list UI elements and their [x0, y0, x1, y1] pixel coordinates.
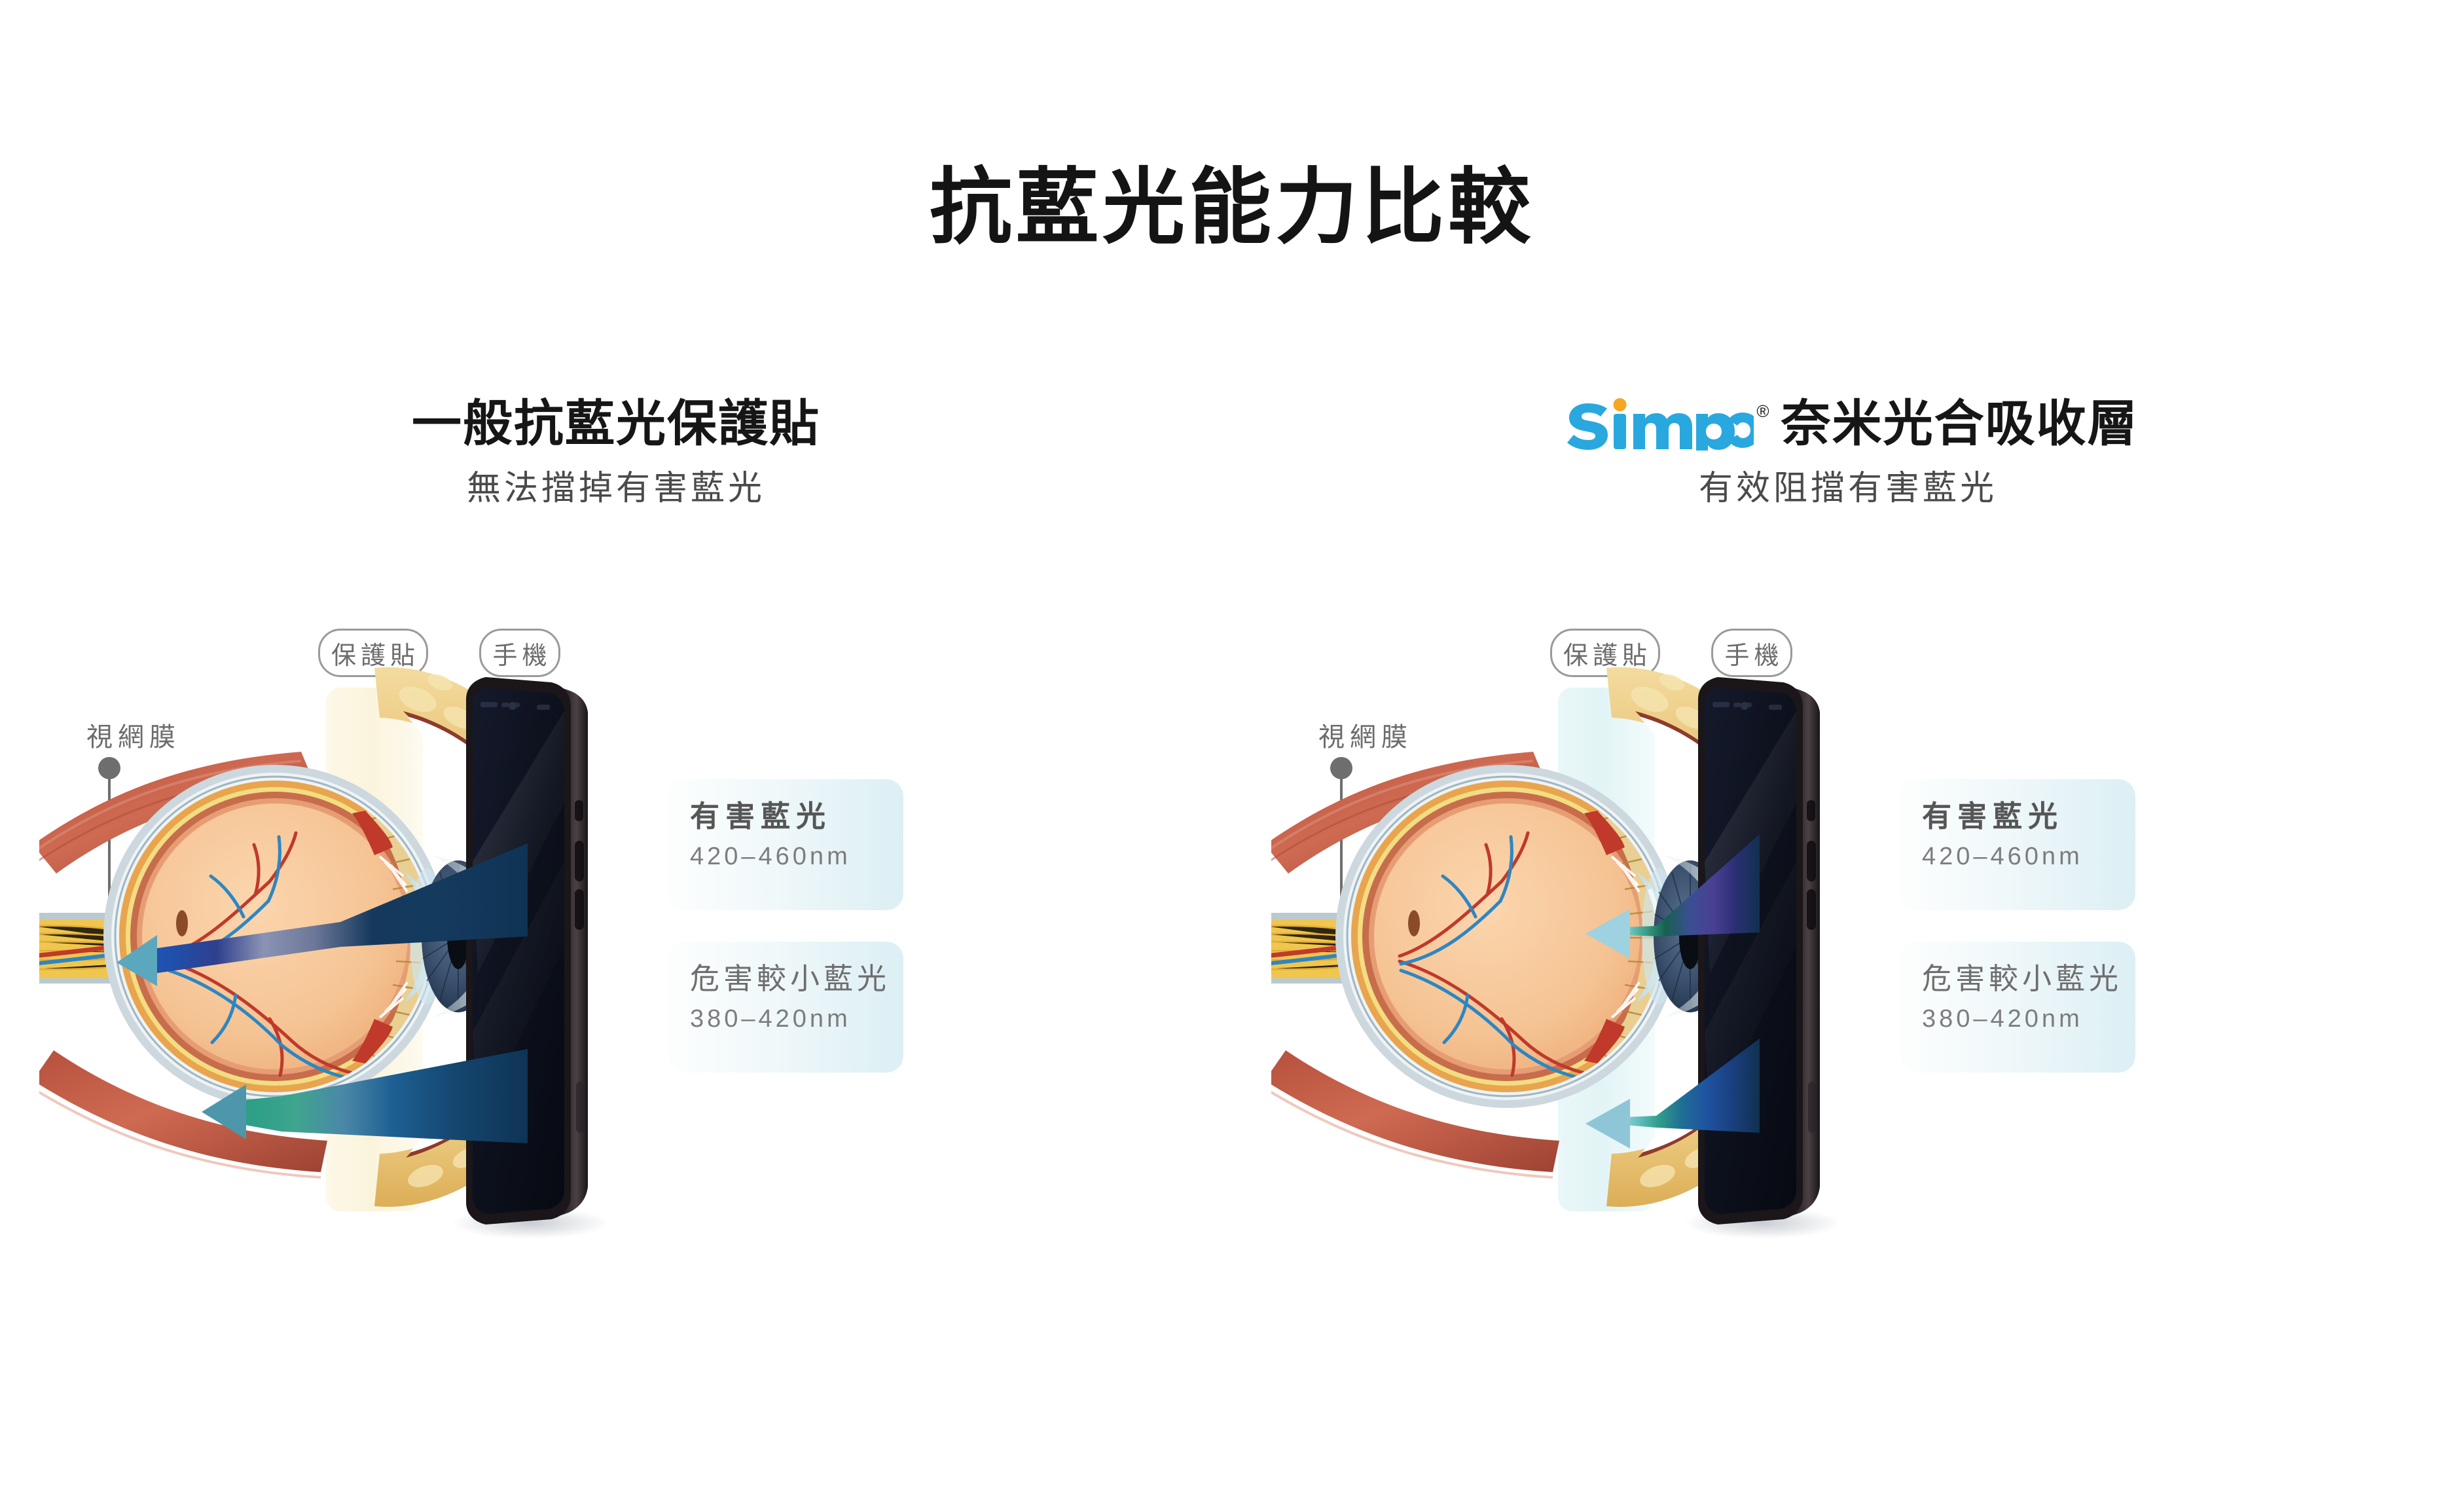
page-title: 抗藍光能力比較 [930, 161, 1534, 253]
panel-subheading: 無法擋掉有害藍光 [466, 470, 765, 507]
panel-subheading: 有效阻擋有害藍光 [1698, 470, 1997, 507]
retina-label-left: 視網膜 [86, 723, 181, 752]
chip-phone-left: 手機 [479, 629, 560, 677]
legend-less-harmful-name-right: 危害較小藍光 [1922, 962, 2123, 995]
legend-less-harmful-name-left: 危害較小藍光 [690, 962, 891, 995]
diagram-stage-left: 保護貼 手機 視網膜 [0, 609, 1232, 1441]
legend-harmful-left: 有害藍光 420–460nm [668, 779, 903, 910]
legend-harmful-name-left: 有害藍光 [690, 800, 832, 833]
chip-phone-right: 手機 [1711, 629, 1792, 677]
chip-protector-left: 保護貼 [318, 629, 428, 677]
phone-device-right [1684, 665, 1854, 1242]
legend-less-harmful-left: 危害較小藍光 380–420nm [668, 942, 903, 1073]
eye-anatomy-right [1271, 648, 1795, 1225]
legend-harmful-right: 有害藍光 420–460nm [1900, 779, 2135, 910]
legend-less-harmful-range-left: 380–420nm [690, 1005, 851, 1033]
panel-header: ® 奈米光合吸收層 有效阻擋有害藍光 [1232, 393, 2464, 511]
panel-ordinary-protector: 一般抗藍光保護貼 無法擋掉有害藍光 保護貼 手機 視網膜 [0, 393, 1232, 1441]
legend-less-harmful-range-right: 380–420nm [1922, 1005, 2083, 1033]
phone-device-left [452, 665, 622, 1242]
simmpo-logo: ® [1557, 397, 1771, 451]
panel-heading: ® 奈米光合吸收層 [1232, 393, 2464, 455]
legend-harmful-range-right: 420–460nm [1922, 843, 2083, 870]
panel-simmpo-protector: ® 奈米光合吸收層 有效阻擋有害藍光 保護貼 手機 視網膜 [1232, 393, 2464, 1441]
panel-heading-text: 奈米光合吸收層 [1781, 396, 2139, 452]
retina-label-right: 視網膜 [1318, 723, 1413, 752]
legend-harmful-name-right: 有害藍光 [1922, 800, 2064, 833]
legend-harmful-range-left: 420–460nm [690, 843, 851, 870]
registered-trademark-icon: ® [1756, 401, 1771, 421]
panel-heading: 一般抗藍光保護貼 [0, 393, 1232, 455]
legend-less-harmful-right: 危害較小藍光 380–420nm [1900, 942, 2135, 1073]
diagram-stage-right: 保護貼 手機 視網膜 [1232, 609, 2464, 1441]
panel-heading-text: 一般抗藍光保護貼 [412, 396, 820, 452]
panel-header: 一般抗藍光保護貼 無法擋掉有害藍光 [0, 393, 1232, 511]
